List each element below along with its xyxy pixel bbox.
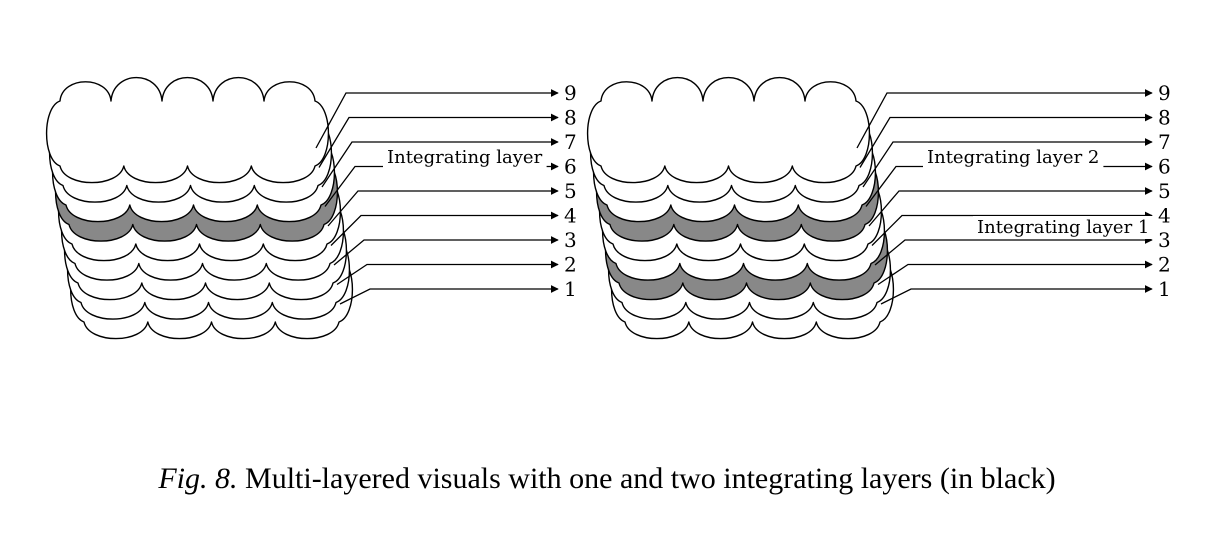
figure-caption: Fig. 8. Multi-layered visuals with one a… [0, 462, 1214, 496]
layer-number-1: 1 [1158, 277, 1171, 301]
layer-number-8: 8 [564, 106, 577, 130]
integrating-layer-label-3-backing [973, 216, 1154, 239]
leader-line-7 [862, 138, 1153, 188]
layer-number-6: 6 [564, 155, 577, 179]
leader-line-4 [871, 211, 1153, 246]
layer-number-3: 3 [1158, 228, 1171, 252]
leader-line-4 [330, 211, 559, 246]
layer-number-6: 6 [1158, 155, 1171, 179]
layer-number-4: 4 [564, 204, 577, 228]
leader-line-6 [324, 162, 559, 207]
caption-text: Multi-layered visuals with one and two i… [237, 462, 1056, 495]
layer-number-7: 7 [1158, 130, 1171, 154]
layer-number-5: 5 [1158, 179, 1171, 203]
caption-figure-number: Fig. 8. [158, 462, 238, 495]
leader-line-6 [865, 162, 1153, 207]
layer-number-7: 7 [564, 130, 577, 154]
leader-line-8 [859, 113, 1153, 168]
integrating-layer-label-6-backing [383, 146, 547, 169]
leader-line-2 [336, 260, 559, 286]
layer-number-8: 8 [1158, 106, 1171, 130]
leader-line-3 [333, 236, 559, 266]
leader-line-2 [877, 260, 1153, 286]
layer-number-3: 3 [564, 228, 577, 252]
leader-line-9 [315, 89, 559, 149]
layer-number-5: 5 [564, 179, 577, 203]
layer-number-9: 9 [1158, 81, 1171, 105]
layer-number-2: 2 [564, 253, 577, 277]
leader-line-8 [318, 113, 559, 168]
layer-number-2: 2 [1158, 253, 1171, 277]
layer-number-9: 9 [564, 81, 577, 105]
leader-line-1 [880, 285, 1153, 305]
integrating-layer-label-3: Integrating layer 1 [977, 217, 1149, 238]
cloud-layer-9 [586, 77, 871, 184]
layer-number-4: 4 [1158, 204, 1171, 228]
leader-line-5 [327, 187, 559, 227]
leader-line-7 [321, 138, 559, 188]
leader-line-5 [868, 187, 1153, 227]
integrating-layer-label-6: Integrating layer [387, 147, 543, 168]
leader-line-3 [874, 236, 1153, 266]
leader-line-9 [856, 89, 1153, 149]
integrating-layer-label-6-backing [923, 146, 1104, 169]
leader-line-1 [339, 285, 559, 305]
integrating-layer-label-6: Integrating layer 2 [927, 147, 1099, 168]
cloud-layer-9 [45, 77, 330, 184]
layer-number-1: 1 [564, 277, 577, 301]
